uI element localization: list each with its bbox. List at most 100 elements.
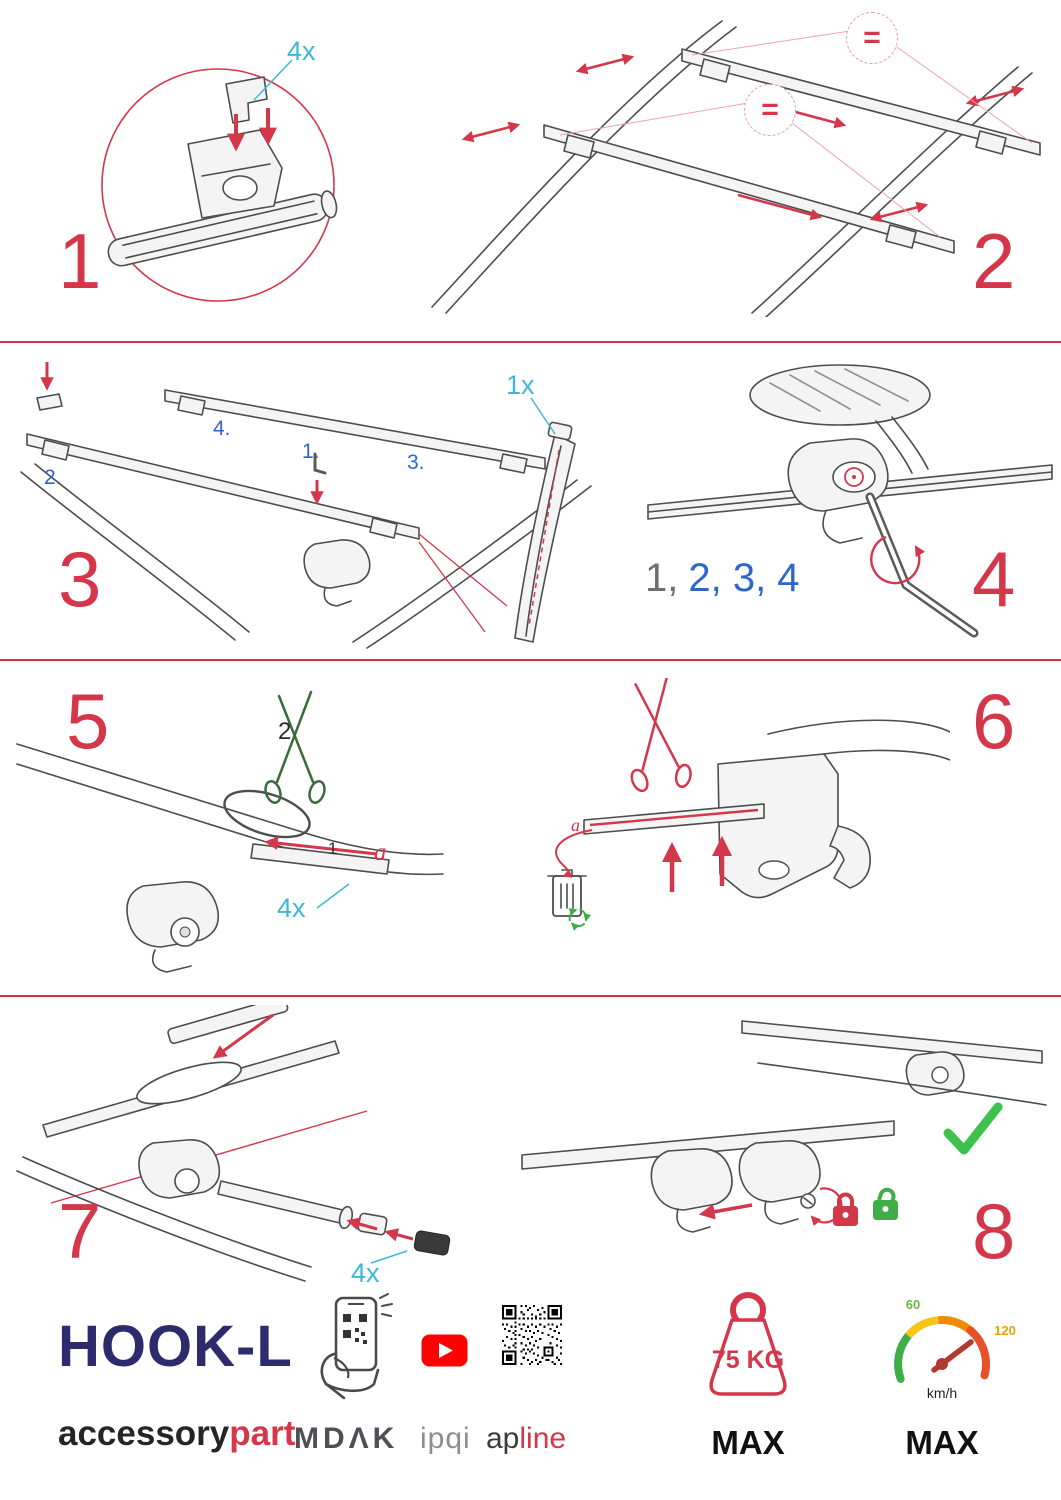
section-divider-1: [0, 341, 1061, 343]
brand-apline: apline: [486, 1424, 566, 1454]
product-name: HOOK-L: [58, 1314, 293, 1379]
allen-key-mini: [313, 452, 327, 475]
locking-clamps-drawing: [521, 1120, 895, 1233]
step-4-number: 4: [972, 535, 1015, 623]
step-5-mark-a: a: [374, 839, 387, 866]
brand-mdak: MDΛK: [294, 1422, 399, 1455]
step-4-sequence: 1,2, 3, 4: [645, 558, 800, 598]
step-3-order-1: 1.: [302, 440, 320, 463]
speed-low-label: 60: [905, 1297, 921, 1312]
qty-leader-line: [530, 397, 556, 435]
strap-band-drawing: [583, 803, 765, 835]
step-3-number: 3: [58, 535, 101, 623]
equal-spacing-badge-a: =: [846, 12, 898, 64]
equal-spacing-badge-b: =: [744, 84, 796, 136]
step-2-number: 2: [972, 217, 1015, 305]
scissors-icon: [630, 678, 692, 793]
qty-leader-line: [370, 1250, 408, 1264]
speedometer-icon: [894, 1316, 990, 1383]
step-3-illustration: [20, 362, 592, 649]
bar-slot-drawing: [42, 1005, 340, 1138]
step-4-illustration: [647, 364, 1053, 638]
allen-key: [865, 492, 979, 638]
step-6-number: 6: [972, 677, 1015, 765]
small-clamp-part: [36, 393, 63, 411]
padlock-closed-icon: [833, 1192, 858, 1226]
insert-cover-arrow: [212, 1013, 274, 1059]
checkmark-icon: [943, 1102, 1003, 1155]
brand-logo: accessorypart: [58, 1416, 295, 1451]
strap-loop-drawing: [223, 789, 311, 839]
section-divider-2: [0, 659, 1061, 661]
step-3-quantity-label: 1x: [506, 370, 535, 400]
step-5-illustration: [16, 690, 444, 973]
step-5-mark-2: 2: [278, 718, 292, 745]
step-2-illustration: [431, 20, 1041, 317]
equal-sign-a: =: [863, 21, 881, 54]
speed-high-label: 120: [994, 1323, 1016, 1338]
deflector-leader-lines: [418, 533, 508, 633]
equal-leader-lines: [559, 30, 1033, 238]
step-1-number: 1: [58, 217, 101, 305]
weight-icon: [709, 1292, 787, 1396]
clamp-drawing: [126, 881, 220, 973]
phone-screen-qr: [343, 1314, 367, 1344]
step-7-quantity-label: 4x: [351, 1258, 380, 1288]
step-5-mark-1: 1: [328, 839, 338, 858]
brand-ipqi: ipqi: [420, 1422, 471, 1455]
strap-red-strip: [589, 808, 759, 827]
bar-underside-drawing: [749, 364, 931, 474]
equal-sign-b: =: [761, 93, 779, 126]
qr-code-icon: [502, 1305, 562, 1365]
weight-max-label: MAX: [711, 1424, 785, 1461]
wind-deflector-drawing: [514, 421, 576, 643]
clamp-drawing: [138, 1139, 221, 1199]
cap-arrow-icon: [346, 1217, 378, 1231]
recycle-icon: [568, 908, 592, 932]
step-5-number: 5: [66, 677, 109, 765]
rotate-arrow-icon: [870, 535, 926, 585]
cap-arrow-icon-2: [384, 1228, 414, 1242]
end-cap-drawing: [217, 1180, 451, 1256]
qty-leader-line: [316, 883, 350, 909]
foot-bracket-drawing: [717, 753, 871, 899]
installed-bar-drawing: [741, 1020, 1047, 1106]
youtube-icon: [421, 1334, 468, 1367]
slide-arrow-icon: [698, 1203, 753, 1220]
step-5-quantity-label: 4x: [277, 893, 306, 923]
bolt-target-icon: [844, 467, 864, 487]
step-7-illustration: [16, 1005, 451, 1282]
sequence-blue: 2, 3, 4: [688, 556, 800, 600]
magnifier-circle: [101, 68, 335, 302]
section-divider-3: [0, 995, 1061, 997]
speed-max-label: MAX: [905, 1424, 979, 1461]
discard-strap-arrow: [555, 829, 593, 878]
pull-arrow-icon: [264, 836, 378, 856]
step-3-order-3: 3.: [407, 451, 425, 474]
qty-leader-line: [253, 59, 293, 101]
step-1-quantity-label: 4x: [287, 36, 316, 66]
bolt-target-dot: [852, 475, 856, 479]
clamp-drawing: [787, 438, 889, 544]
rack-frame-drawing: [26, 389, 546, 540]
phone-qr-icon: [320, 1293, 393, 1400]
apline-primary: ap: [486, 1422, 520, 1455]
step-8-number: 8: [972, 1187, 1015, 1275]
speed-unit-label: km/h: [926, 1385, 958, 1401]
step-8-illustration: [521, 1020, 1047, 1233]
lock-plate-part: [225, 76, 268, 124]
clamp-drawing: [303, 539, 371, 607]
step-3-order-2: 2.: [44, 466, 62, 489]
crossbars-drawing: [543, 48, 1041, 254]
crossbar-clamp-drawing: [107, 76, 338, 267]
step-7-number: 7: [58, 1187, 101, 1275]
rail-lines: [16, 1156, 312, 1282]
step-1-illustration: [101, 59, 338, 302]
scissors-icon: [264, 690, 326, 804]
padlock-open-icon: [873, 1187, 898, 1220]
strap-end-drawing: [250, 843, 390, 875]
sequence-gray: 1,: [645, 556, 679, 600]
brand-primary: accessory: [58, 1414, 230, 1453]
step-3-order-4: 4.: [213, 417, 231, 440]
